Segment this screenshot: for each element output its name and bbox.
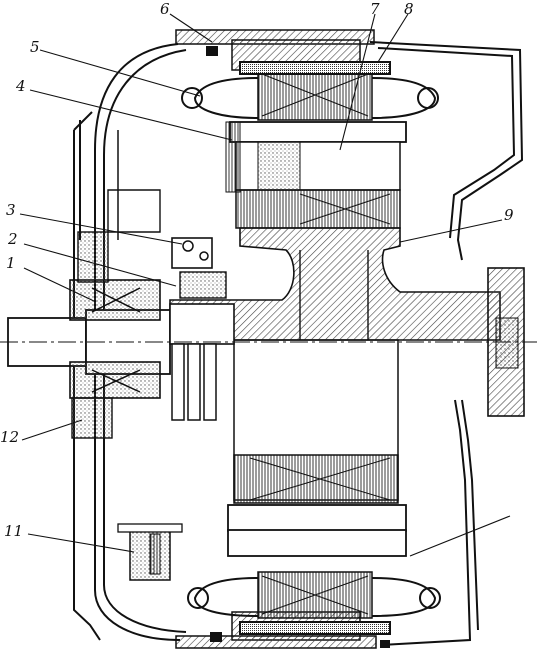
brush-holder (171, 237, 227, 299)
bearing-housing-bottom (71, 397, 113, 439)
callout-1: 1 (6, 254, 16, 272)
stator-winding-bottom (187, 577, 441, 635)
frame-bottom (175, 635, 377, 649)
callout-9: 9 (504, 206, 514, 224)
callout-8: 8 (404, 0, 414, 18)
stator-core-bottom (257, 571, 373, 619)
bearing-housing-top (77, 231, 109, 283)
callout-3: 3 (6, 201, 16, 219)
callout-12: 12 (0, 428, 20, 446)
slip-rings (171, 343, 217, 421)
bearing (69, 279, 161, 399)
housing-right (369, 41, 524, 646)
callout-6: 6 (160, 0, 170, 18)
stator-winding-top (181, 61, 439, 119)
brush-bracket (107, 189, 161, 233)
coupling-flange (487, 267, 525, 417)
leader-lines (19, 13, 511, 557)
callout-7: 7 (370, 0, 380, 18)
cover-bolts (206, 46, 390, 648)
callout-5: 5 (30, 38, 40, 56)
terminal-box (117, 523, 183, 581)
rotor-pole-bottom (227, 339, 407, 557)
callout-2: 2 (8, 230, 18, 248)
callout-4: 4 (16, 77, 26, 95)
callout-11: 11 (4, 522, 24, 540)
stator-core-top (257, 69, 373, 121)
rotor-pole-top (225, 121, 407, 229)
